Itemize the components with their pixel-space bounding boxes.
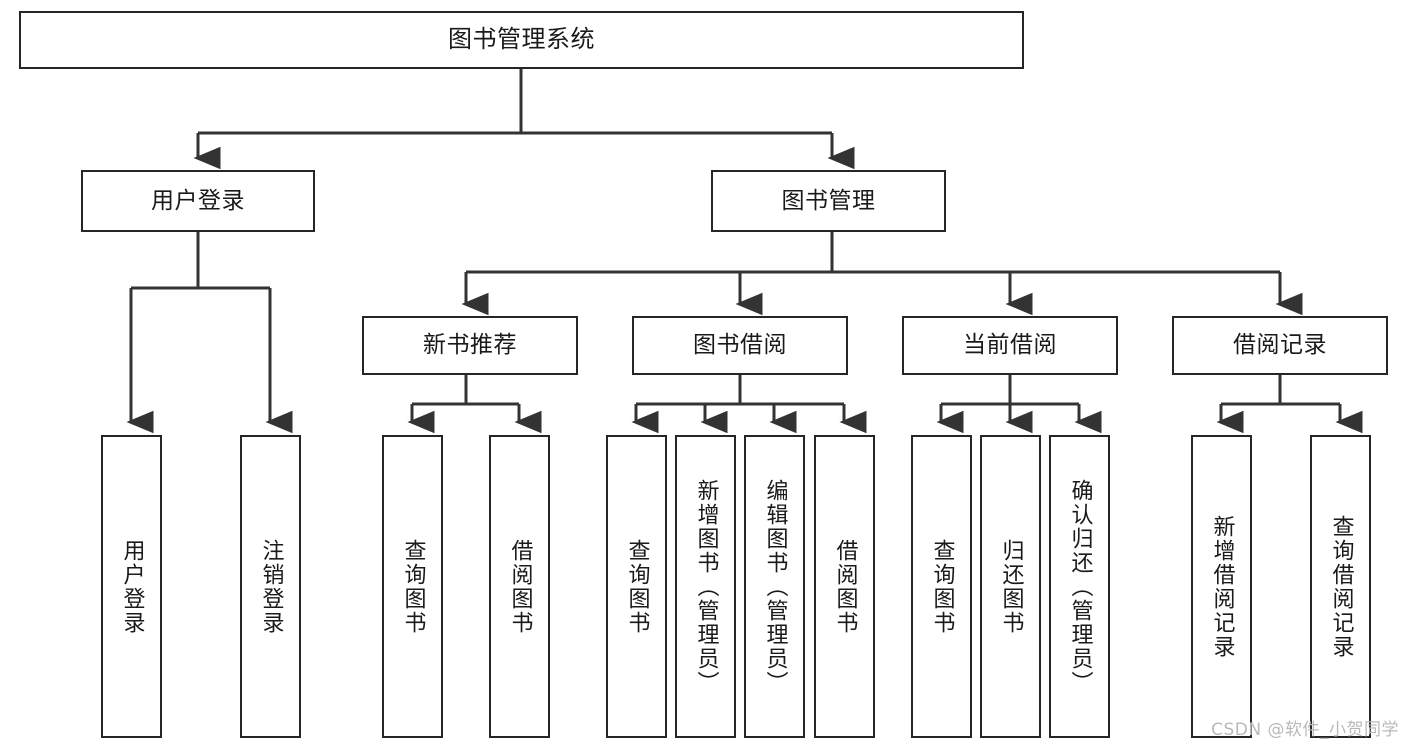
node-book-management[interactable]: 图书管理 <box>711 170 946 232</box>
node-leaf-query-book-2-label: 查询图书 <box>624 538 650 635</box>
node-current-borrow-label: 当前借阅 <box>963 332 1057 359</box>
node-new-book-recommend[interactable]: 新书推荐 <box>362 316 578 375</box>
watermark: CSDN @软件_小贺同学 <box>1211 720 1399 740</box>
node-leaf-borrow-book-2-label: 借阅图书 <box>832 538 858 635</box>
node-leaf-add-borrow-record[interactable]: 新增借阅记录 <box>1191 435 1252 738</box>
node-leaf-return-book-label: 归还图书 <box>998 538 1024 635</box>
node-leaf-logout-label: 注销登录 <box>258 538 284 635</box>
node-leaf-logout[interactable]: 注销登录 <box>240 435 301 738</box>
node-leaf-confirm-return-admin-label: 确认归还（管理员） <box>1067 478 1093 695</box>
node-leaf-user-login-label: 用户登录 <box>119 538 145 635</box>
node-current-borrow[interactable]: 当前借阅 <box>902 316 1118 375</box>
node-leaf-borrow-book-2[interactable]: 借阅图书 <box>814 435 875 738</box>
node-leaf-query-book-3-label: 查询图书 <box>929 538 955 635</box>
node-leaf-edit-book-admin-label: 编辑图书（管理员） <box>762 478 788 695</box>
node-book-management-label: 图书管理 <box>781 187 876 214</box>
node-root-label: 图书管理系统 <box>448 25 595 54</box>
node-user-login-label: 用户登录 <box>151 187 245 214</box>
node-leaf-return-book[interactable]: 归还图书 <box>980 435 1041 738</box>
node-borrow-record[interactable]: 借阅记录 <box>1172 316 1388 375</box>
node-leaf-query-borrow-record-label: 查询借阅记录 <box>1328 514 1354 659</box>
node-leaf-add-borrow-record-label: 新增借阅记录 <box>1209 514 1235 659</box>
node-leaf-confirm-return-admin[interactable]: 确认归还（管理员） <box>1049 435 1110 738</box>
node-root[interactable]: 图书管理系统 <box>19 11 1024 69</box>
node-leaf-query-book-1[interactable]: 查询图书 <box>382 435 443 738</box>
node-book-borrow-label: 图书借阅 <box>693 332 787 359</box>
node-leaf-borrow-book-1[interactable]: 借阅图书 <box>489 435 550 738</box>
node-leaf-edit-book-admin[interactable]: 编辑图书（管理员） <box>744 435 805 738</box>
node-leaf-add-book-admin[interactable]: 新增图书（管理员） <box>675 435 736 738</box>
node-book-borrow[interactable]: 图书借阅 <box>632 316 848 375</box>
node-leaf-add-book-admin-label: 新增图书（管理员） <box>693 478 719 695</box>
node-leaf-query-book-1-label: 查询图书 <box>400 538 426 635</box>
node-leaf-user-login[interactable]: 用户登录 <box>101 435 162 738</box>
node-new-book-recommend-label: 新书推荐 <box>423 332 517 359</box>
node-leaf-borrow-book-1-label: 借阅图书 <box>507 538 533 635</box>
node-leaf-query-book-2[interactable]: 查询图书 <box>606 435 667 738</box>
node-leaf-query-borrow-record[interactable]: 查询借阅记录 <box>1310 435 1371 738</box>
node-leaf-query-book-3[interactable]: 查询图书 <box>911 435 972 738</box>
node-borrow-record-label: 借阅记录 <box>1233 332 1327 359</box>
node-user-login[interactable]: 用户登录 <box>81 170 315 232</box>
